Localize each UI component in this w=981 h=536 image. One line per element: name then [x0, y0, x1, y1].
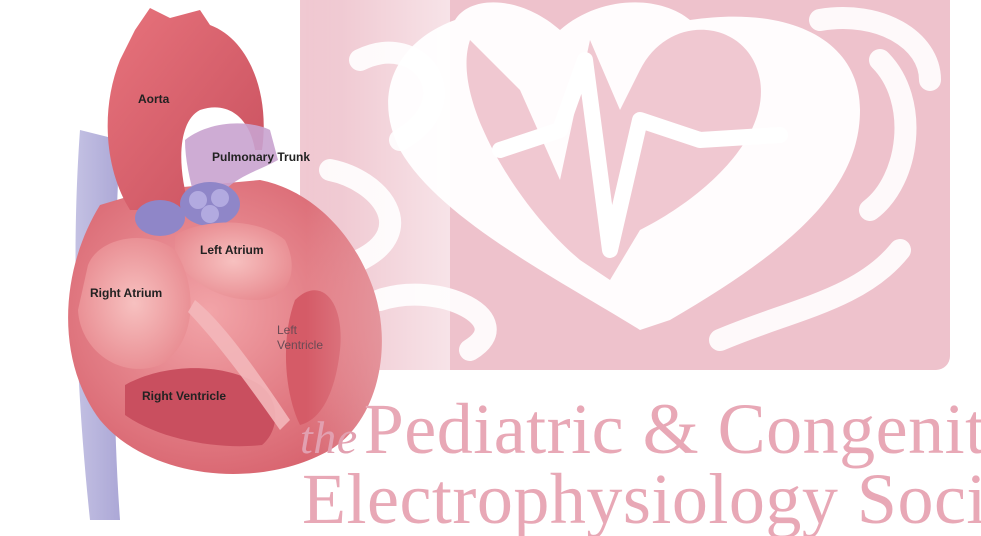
- label-pulmonary-trunk: Pulmonary Trunk: [212, 150, 310, 164]
- organization-name-line-2: Electrophysiology Society: [302, 458, 981, 536]
- label-right-ventricle: Right Ventricle: [142, 389, 226, 403]
- organization-name-main: Pediatric & Congenital: [364, 389, 981, 469]
- label-aorta: Aorta: [138, 92, 169, 106]
- label-left-ventricle: Left Ventricle: [277, 323, 337, 353]
- label-left-atrium: Left Atrium: [200, 243, 264, 257]
- label-right-atrium: Right Atrium: [90, 286, 162, 300]
- organization-prefix: the: [300, 412, 358, 463]
